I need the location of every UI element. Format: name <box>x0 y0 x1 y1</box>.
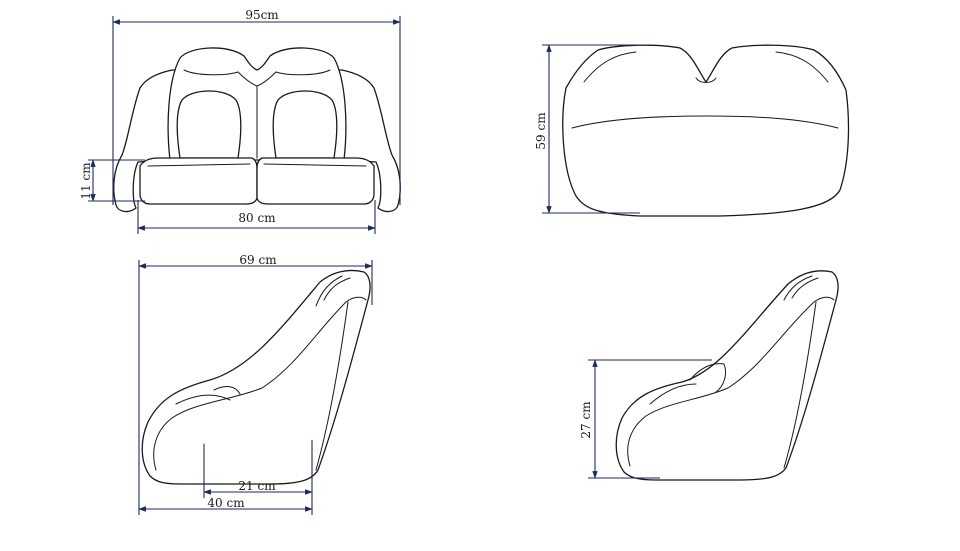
side-outline <box>141 269 371 485</box>
top-depth-label: 59 cm <box>534 112 548 150</box>
side-right-height-label: 27 cm <box>579 401 593 439</box>
right-back-pad <box>272 90 338 159</box>
front-width-dimension: 95cm <box>112 8 401 205</box>
side-right-height-dimension: 27 cm <box>579 359 712 479</box>
top-depth-dimension: 59 cm <box>534 44 650 214</box>
front-view: 95cm 80 cm 11 cm <box>79 8 401 234</box>
right-seat-cushion <box>256 157 375 205</box>
top-view: 59 cm <box>534 44 850 217</box>
side-seat-depth-label: 21 cm <box>238 479 276 493</box>
front-seat-width-label: 80 cm <box>238 211 276 225</box>
side-base-label: 40 cm <box>207 496 245 510</box>
side-right-outline <box>615 270 839 481</box>
front-cushion-height-dimension: 11 cm <box>79 159 145 202</box>
front-seat-width-dimension: 80 cm <box>137 200 376 234</box>
top-outline <box>562 44 850 217</box>
top-seat-line <box>571 115 839 129</box>
side-length-dimension: 69 cm <box>138 253 373 515</box>
side-base-dimension: 40 cm <box>138 496 313 512</box>
left-back-pad <box>176 90 242 159</box>
side-view: 69 cm 21 cm 40 cm <box>138 253 373 515</box>
side-length-label: 69 cm <box>239 253 277 267</box>
side-view-right: 27 cm <box>579 270 839 481</box>
front-cushion-height-label: 11 cm <box>79 162 93 200</box>
front-width-label: 95cm <box>245 8 279 22</box>
side-seat-depth-dimension: 21 cm <box>203 440 313 515</box>
